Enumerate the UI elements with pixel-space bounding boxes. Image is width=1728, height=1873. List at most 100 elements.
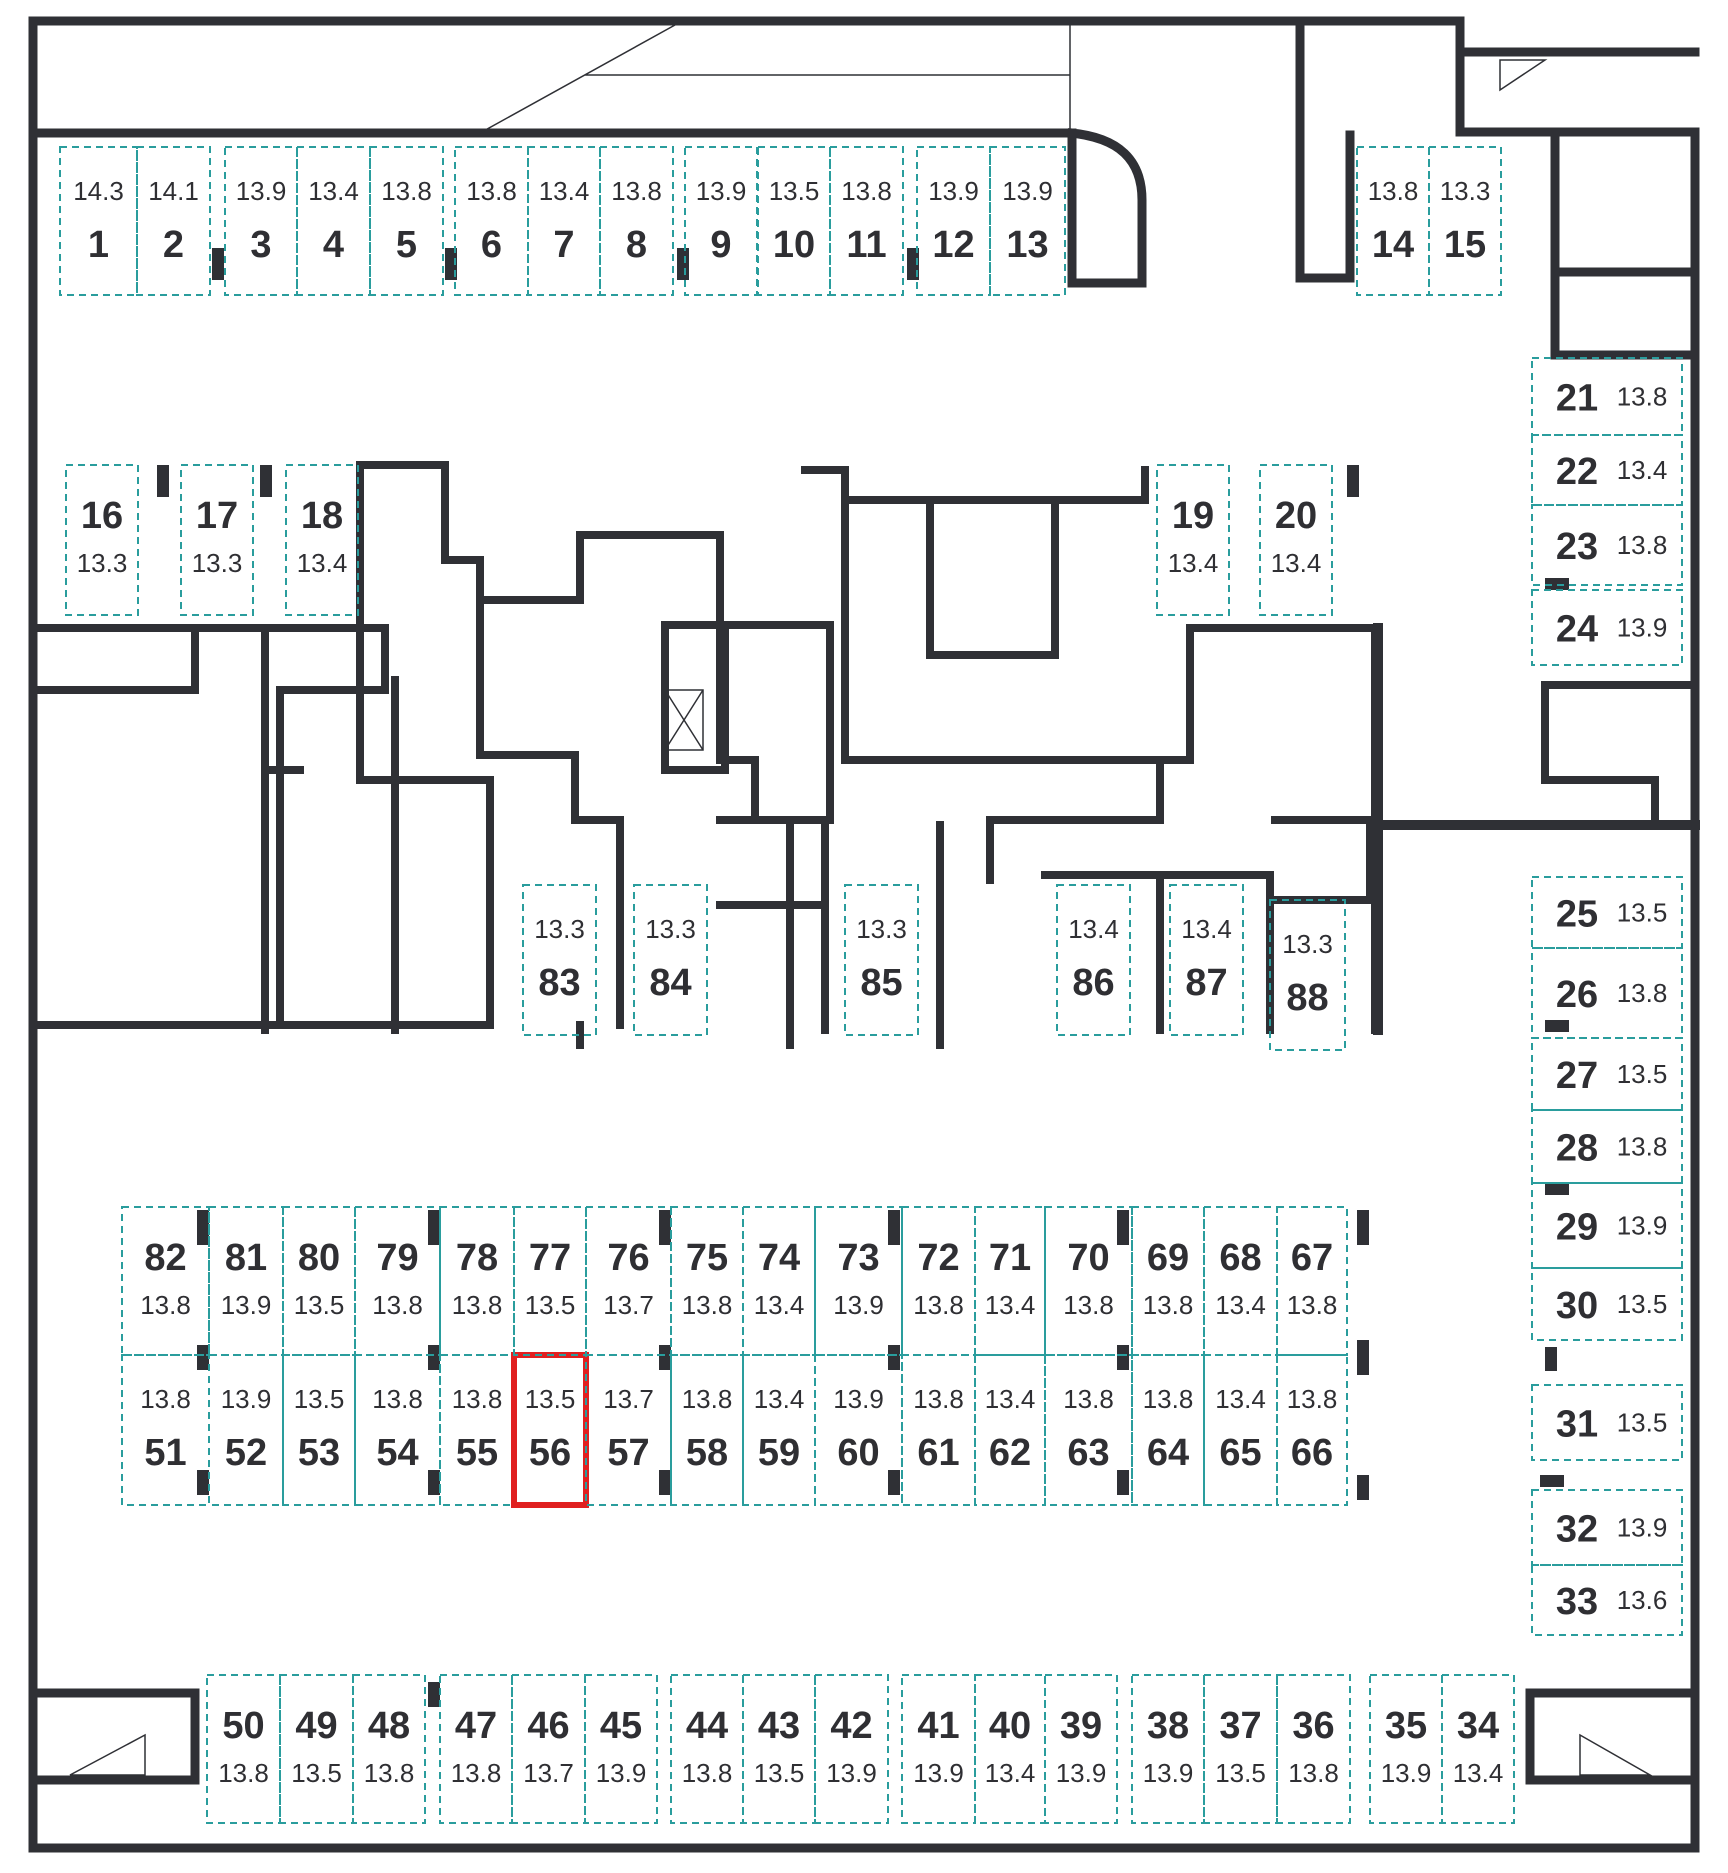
space-area: 14.3 — [73, 176, 124, 206]
parking-space-outline — [1131, 1206, 1205, 1356]
parking-space-1[interactable]: 14.31 — [59, 146, 138, 296]
parking-space-55[interactable]: 13.855 — [439, 1354, 515, 1506]
parking-space-6[interactable]: 13.86 — [454, 146, 529, 296]
parking-space-65[interactable]: 13.465 — [1203, 1354, 1278, 1506]
parking-space-52[interactable]: 13.952 — [208, 1354, 284, 1506]
parking-space-57[interactable]: 13.757 — [585, 1354, 672, 1506]
parking-space-43[interactable]: 13.543 — [742, 1674, 816, 1824]
parking-space-75[interactable]: 13.875 — [670, 1206, 744, 1356]
parking-space-54[interactable]: 13.854 — [354, 1354, 441, 1506]
space-area: 13.4 — [985, 1758, 1036, 1788]
parking-space-15[interactable]: 13.315 — [1428, 146, 1502, 296]
parking-space-78[interactable]: 13.878 — [439, 1206, 515, 1356]
parking-space-5[interactable]: 13.85 — [369, 146, 444, 296]
parking-space-35[interactable]: 13.935 — [1369, 1674, 1443, 1824]
parking-space-51[interactable]: 13.851 — [121, 1354, 210, 1506]
space-number: 11 — [846, 224, 886, 266]
parking-space-11[interactable]: 13.811 — [829, 146, 904, 296]
parking-space-20[interactable]: 13.420 — [1259, 464, 1333, 616]
parking-space-25[interactable]: 13.525 — [1531, 876, 1683, 949]
parking-space-66[interactable]: 13.866 — [1276, 1354, 1348, 1506]
parking-space-28[interactable]: 13.828 — [1531, 1109, 1683, 1184]
parking-space-33[interactable]: 13.633 — [1531, 1564, 1683, 1636]
parking-space-42[interactable]: 13.942 — [814, 1674, 889, 1824]
parking-space-4[interactable]: 13.44 — [296, 146, 371, 296]
parking-space-60[interactable]: 13.960 — [814, 1354, 903, 1506]
parking-space-16[interactable]: 13.316 — [65, 464, 139, 616]
parking-space-77[interactable]: 13.577 — [513, 1206, 587, 1356]
parking-space-2[interactable]: 14.12 — [136, 146, 211, 296]
parking-space-61[interactable]: 13.861 — [901, 1354, 976, 1506]
parking-space-7[interactable]: 13.47 — [527, 146, 601, 296]
parking-space-outline — [1276, 1354, 1348, 1506]
parking-space-18[interactable]: 13.418 — [285, 464, 359, 616]
parking-space-63[interactable]: 13.863 — [1044, 1354, 1133, 1506]
parking-space-81[interactable]: 13.981 — [208, 1206, 284, 1356]
parking-space-84[interactable]: 13.384 — [633, 884, 708, 1036]
parking-space-76[interactable]: 13.776 — [585, 1206, 672, 1356]
parking-space-outline — [1056, 884, 1131, 1036]
parking-space-27[interactable]: 13.527 — [1531, 1037, 1683, 1111]
parking-space-86[interactable]: 13.486 — [1056, 884, 1131, 1036]
parking-space-22[interactable]: 13.422 — [1531, 434, 1683, 506]
parking-space-41[interactable]: 13.941 — [901, 1674, 976, 1824]
parking-space-19[interactable]: 13.419 — [1156, 464, 1230, 616]
parking-space-85[interactable]: 13.385 — [844, 884, 919, 1036]
parking-space-64[interactable]: 13.864 — [1131, 1354, 1205, 1506]
parking-space-74[interactable]: 13.474 — [742, 1206, 816, 1356]
parking-space-56[interactable]: 13.556 — [511, 1352, 589, 1508]
parking-space-13[interactable]: 13.913 — [989, 146, 1066, 296]
parking-space-68[interactable]: 13.468 — [1203, 1206, 1278, 1356]
parking-space-14[interactable]: 13.814 — [1356, 146, 1430, 296]
parking-space-29[interactable]: 13.929 — [1531, 1182, 1683, 1269]
parking-space-79[interactable]: 13.879 — [354, 1206, 441, 1356]
parking-space-49[interactable]: 13.549 — [279, 1674, 354, 1824]
parking-space-8[interactable]: 13.88 — [599, 146, 674, 296]
space-number: 19 — [1172, 495, 1214, 537]
parking-space-71[interactable]: 13.471 — [974, 1206, 1046, 1356]
space-number: 58 — [686, 1432, 728, 1474]
parking-space-12[interactable]: 13.912 — [916, 146, 991, 296]
parking-space-46[interactable]: 13.746 — [511, 1674, 586, 1824]
parking-space-88[interactable]: 13.388 — [1269, 899, 1346, 1051]
parking-space-3[interactable]: 13.93 — [224, 146, 298, 296]
space-number: 5 — [396, 224, 417, 266]
space-area: 13.8 — [381, 176, 432, 206]
parking-space-17[interactable]: 13.317 — [180, 464, 254, 616]
parking-space-39[interactable]: 13.939 — [1044, 1674, 1118, 1824]
parking-space-36[interactable]: 13.836 — [1276, 1674, 1351, 1824]
parking-space-87[interactable]: 13.487 — [1169, 884, 1244, 1036]
parking-space-62[interactable]: 13.462 — [974, 1354, 1046, 1506]
parking-space-30[interactable]: 13.530 — [1531, 1267, 1683, 1341]
parking-space-50[interactable]: 13.850 — [206, 1674, 281, 1824]
parking-space-10[interactable]: 13.510 — [757, 146, 831, 296]
parking-space-31[interactable]: 13.531 — [1531, 1384, 1683, 1461]
parking-space-outline — [224, 146, 298, 296]
space-area: 13.5 — [1617, 1408, 1668, 1438]
parking-space-59[interactable]: 13.459 — [742, 1354, 816, 1506]
parking-space-44[interactable]: 13.844 — [670, 1674, 744, 1824]
parking-space-45[interactable]: 13.945 — [584, 1674, 658, 1824]
parking-space-72[interactable]: 13.872 — [901, 1206, 976, 1356]
parking-space-69[interactable]: 13.869 — [1131, 1206, 1205, 1356]
parking-space-34[interactable]: 13.434 — [1441, 1674, 1515, 1824]
parking-space-38[interactable]: 13.938 — [1131, 1674, 1205, 1824]
parking-space-9[interactable]: 13.99 — [684, 146, 758, 296]
parking-space-32[interactable]: 13.932 — [1531, 1489, 1683, 1566]
parking-space-53[interactable]: 13.553 — [282, 1354, 356, 1506]
space-number: 82 — [144, 1237, 186, 1279]
space-area: 13.8 — [1368, 176, 1419, 206]
parking-space-21[interactable]: 13.821 — [1531, 357, 1683, 436]
parking-space-26[interactable]: 13.826 — [1531, 947, 1683, 1039]
parking-space-58[interactable]: 13.858 — [670, 1354, 744, 1506]
parking-space-37[interactable]: 13.537 — [1203, 1674, 1278, 1824]
parking-space-47[interactable]: 13.847 — [439, 1674, 513, 1824]
parking-space-67[interactable]: 13.867 — [1276, 1206, 1348, 1356]
parking-space-83[interactable]: 13.383 — [522, 884, 597, 1036]
parking-space-48[interactable]: 13.848 — [352, 1674, 426, 1824]
parking-space-23[interactable]: 13.823 — [1531, 504, 1683, 586]
parking-space-80[interactable]: 13.580 — [282, 1206, 356, 1356]
parking-space-40[interactable]: 13.440 — [974, 1674, 1046, 1824]
parking-space-82[interactable]: 13.882 — [121, 1206, 210, 1356]
parking-space-24[interactable]: 13.924 — [1531, 589, 1683, 666]
